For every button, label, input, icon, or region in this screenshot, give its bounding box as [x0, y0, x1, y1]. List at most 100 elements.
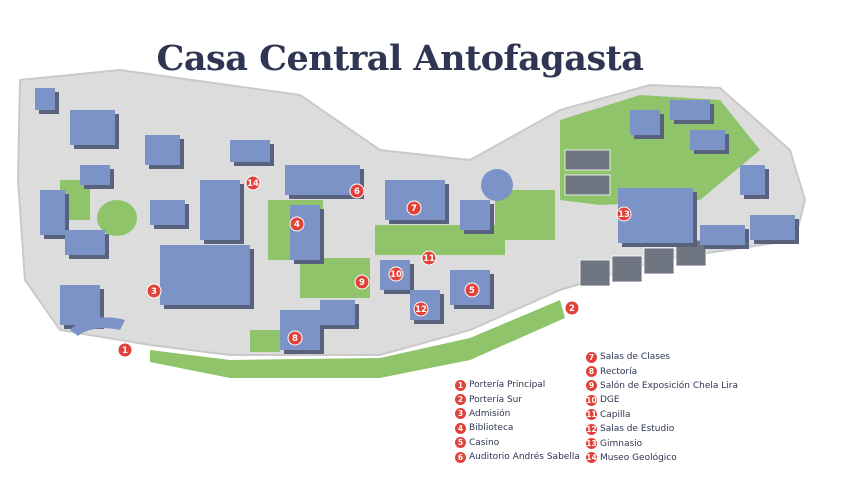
building	[145, 135, 180, 165]
marker-number: 14	[247, 179, 259, 189]
legend-label: Salas de Estudio	[600, 424, 675, 435]
court	[564, 149, 611, 171]
marker-7[interactable]: 7	[406, 200, 422, 216]
marker-3[interactable]: 3	[146, 283, 162, 299]
map-title: Casa Central Antofagasta	[156, 38, 645, 79]
green-strip-south	[150, 300, 565, 378]
marker-pin	[464, 282, 480, 298]
legend-label: Rectoría	[600, 366, 638, 377]
marker-11[interactable]: 11	[421, 250, 437, 266]
marker-pin	[421, 250, 437, 266]
marker-pin	[146, 283, 162, 299]
building	[150, 200, 185, 225]
legend-label: Casino	[469, 437, 500, 448]
building	[230, 140, 270, 162]
legend-label: Portería Sur	[469, 394, 523, 405]
marker-2[interactable]: 2	[564, 300, 580, 316]
marker-pin	[354, 274, 370, 290]
marker-number: 1	[122, 346, 128, 356]
legend-pin: 1	[455, 379, 466, 391]
marker-10[interactable]: 10	[388, 266, 404, 282]
building	[481, 169, 513, 201]
legend-pin: 7	[586, 351, 597, 363]
marker-pin	[413, 301, 429, 317]
building	[70, 317, 125, 336]
building	[460, 200, 490, 230]
legend-label: Salón de Exposición Chela Lira	[600, 380, 738, 391]
marker-4[interactable]: 4	[289, 216, 305, 232]
marker-number: 7	[411, 204, 417, 214]
building	[750, 215, 795, 240]
building	[670, 100, 710, 120]
marker-pin	[349, 183, 365, 199]
marker-pin	[388, 266, 404, 282]
legend-pin: 10	[586, 394, 597, 406]
marker-13[interactable]: 13	[616, 206, 632, 222]
marker-number: 13	[618, 210, 630, 220]
building	[65, 230, 105, 255]
building	[630, 110, 660, 135]
building	[690, 130, 725, 150]
green-area	[250, 330, 280, 352]
building	[70, 110, 115, 145]
legend-pin: 11	[586, 409, 597, 421]
legend-label: Salas de Clases	[600, 352, 671, 363]
marker-9[interactable]: 9	[354, 274, 370, 290]
legend-pin: 5	[455, 437, 466, 449]
legend-pin: 9	[586, 380, 597, 392]
marker-pin	[289, 216, 305, 232]
marker-pin	[245, 175, 261, 191]
legend-pin: 4	[455, 422, 466, 434]
marker-number: 6	[354, 187, 360, 197]
marker-number: 10	[390, 270, 402, 280]
legend-pin: 14	[586, 452, 597, 464]
marker-number: 9	[359, 278, 365, 288]
marker-5[interactable]: 5	[464, 282, 480, 298]
court	[564, 174, 611, 196]
building	[80, 165, 110, 185]
marker-1[interactable]: 1	[117, 342, 133, 358]
legend-label: DGE	[600, 395, 620, 406]
marker-12[interactable]: 12	[413, 301, 429, 317]
building	[285, 165, 360, 195]
building	[290, 205, 320, 260]
marker-pin	[406, 200, 422, 216]
building	[35, 88, 55, 110]
court	[579, 259, 611, 287]
legend-label: Auditorio Andrés Sabella	[469, 452, 580, 463]
marker-number: 3	[151, 287, 157, 297]
marker-pin	[564, 300, 580, 316]
marker-number: 4	[294, 220, 300, 230]
building	[700, 225, 745, 245]
marker-14[interactable]: 14	[245, 175, 261, 191]
marker-number: 5	[469, 286, 475, 296]
building	[280, 310, 320, 350]
legend-pin: 12	[586, 423, 597, 435]
marker-number: 11	[423, 254, 435, 264]
legend-pin: 8	[586, 366, 597, 378]
marker-6[interactable]: 6	[349, 183, 365, 199]
legend-label: Admisión	[469, 408, 511, 419]
marker-8[interactable]: 8	[287, 330, 303, 346]
marker-pin	[117, 342, 133, 358]
marker-number: 12	[415, 305, 427, 315]
legend-label: Biblioteca	[469, 423, 514, 434]
building	[320, 300, 355, 325]
